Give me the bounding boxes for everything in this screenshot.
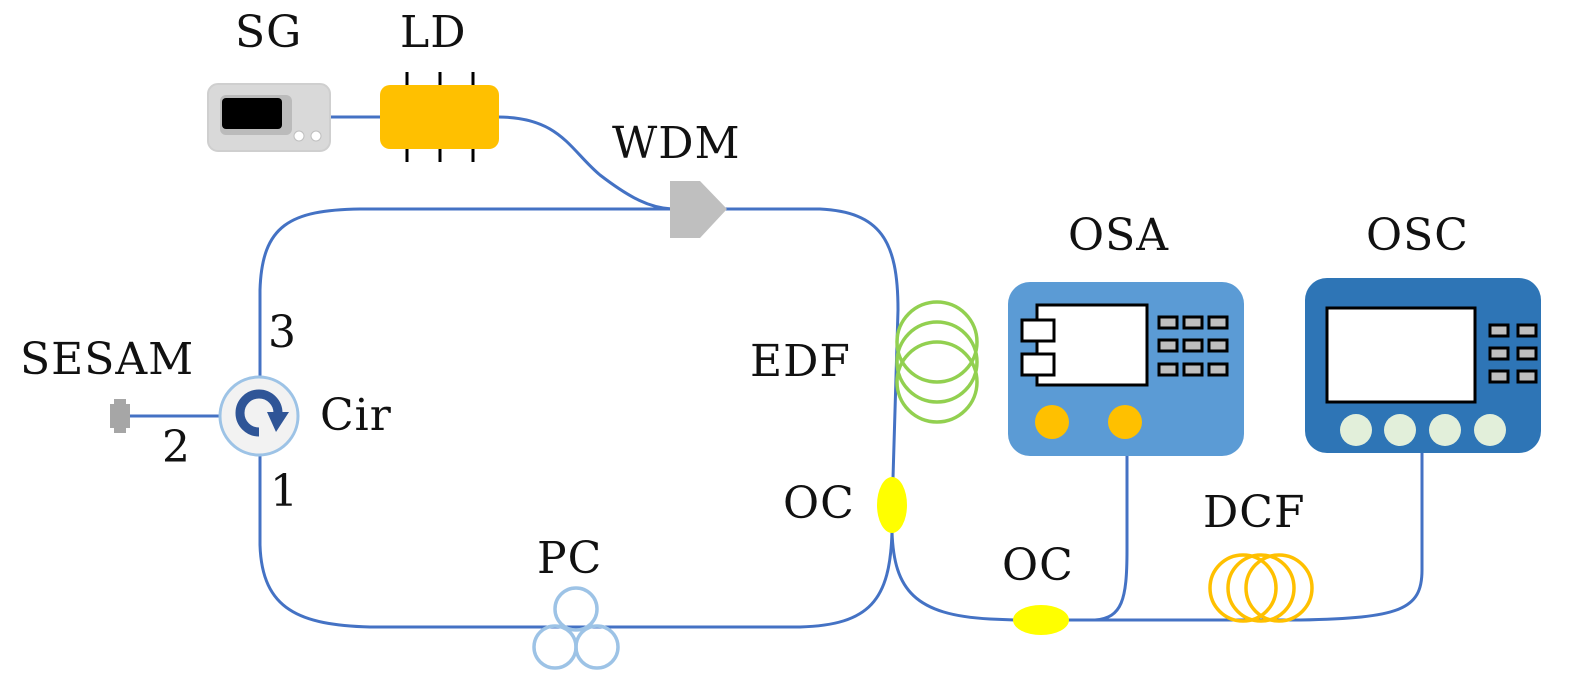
osa-buttons: [1157, 315, 1229, 377]
osc-knob: [1384, 414, 1416, 446]
edf-loop: [895, 300, 979, 384]
sg-knob: [310, 130, 322, 142]
fiber-ld-wdm: [497, 115, 673, 211]
label-oc-1: OC: [783, 478, 855, 529]
label-dcf: DCF: [1203, 487, 1305, 538]
fiber-oc2-osa: [1068, 456, 1129, 622]
edf-loop: [895, 340, 979, 424]
label-ld: LD: [400, 7, 467, 58]
signal-generator[interactable]: [207, 83, 331, 152]
label-cir: Cir: [320, 390, 392, 441]
osc-screen: [1325, 306, 1477, 404]
fiber-oc2-osc: [1068, 452, 1424, 622]
sg-screen: [222, 98, 282, 129]
laser-diode[interactable]: [380, 72, 499, 162]
edf-loop: [895, 320, 979, 404]
wdm-coupler[interactable]: [670, 181, 727, 238]
optical-coupler-1[interactable]: [877, 477, 907, 533]
label-wdm: WDM: [612, 118, 741, 169]
label-edf: EDF: [750, 336, 851, 387]
pc-paddle: [532, 624, 578, 670]
ld-body: [380, 85, 499, 149]
oscilloscope[interactable]: [1305, 278, 1541, 453]
label-sesam: SESAM: [20, 334, 194, 385]
pc-paddle: [574, 624, 620, 670]
circulator-arrow-icon: [235, 389, 283, 437]
sg-knob: [293, 130, 305, 142]
label-port-1: 1: [270, 466, 299, 517]
label-port-2: 2: [162, 422, 191, 473]
optical-spectrum-analyzer[interactable]: [1008, 282, 1244, 456]
osc-knob: [1340, 414, 1372, 446]
circulator-body: [218, 375, 300, 457]
dcf-loop: [1226, 553, 1296, 623]
fiber-ring-top-right: [725, 207, 900, 479]
label-osc: OSC: [1366, 210, 1469, 261]
polarization-controller[interactable]: [532, 586, 620, 670]
label-oc-2: OC: [1002, 540, 1074, 591]
optical-coupler-2[interactable]: [1013, 605, 1069, 635]
osa-knob: [1035, 405, 1069, 439]
edf-coil[interactable]: [895, 300, 979, 424]
label-osa: OSA: [1068, 210, 1169, 261]
dcf-loop: [1208, 553, 1278, 623]
dcf-coil[interactable]: [1208, 553, 1314, 623]
osc-knob: [1429, 414, 1461, 446]
circulator-arrowhead-icon: [267, 412, 289, 432]
fiber-ring-bottom: [258, 456, 894, 629]
pc-paddle: [553, 586, 599, 632]
circulator[interactable]: [218, 375, 300, 457]
dcf-loop: [1244, 553, 1314, 623]
fiber-paths: [130, 115, 1424, 629]
fiber-ring-top-left: [258, 207, 672, 398]
label-pc: PC: [537, 533, 602, 584]
osa-tab: [1020, 352, 1056, 377]
sesam-cap: [114, 399, 126, 433]
fiber-oc1-oc2: [890, 531, 1016, 622]
label-port-3: 3: [268, 307, 297, 358]
sesam-mirror[interactable]: [110, 399, 130, 433]
osa-knob: [1108, 405, 1142, 439]
osa-tab: [1020, 318, 1056, 343]
osc-buttons: [1488, 323, 1538, 384]
label-sg: SG: [235, 7, 302, 58]
osc-knob: [1474, 414, 1506, 446]
